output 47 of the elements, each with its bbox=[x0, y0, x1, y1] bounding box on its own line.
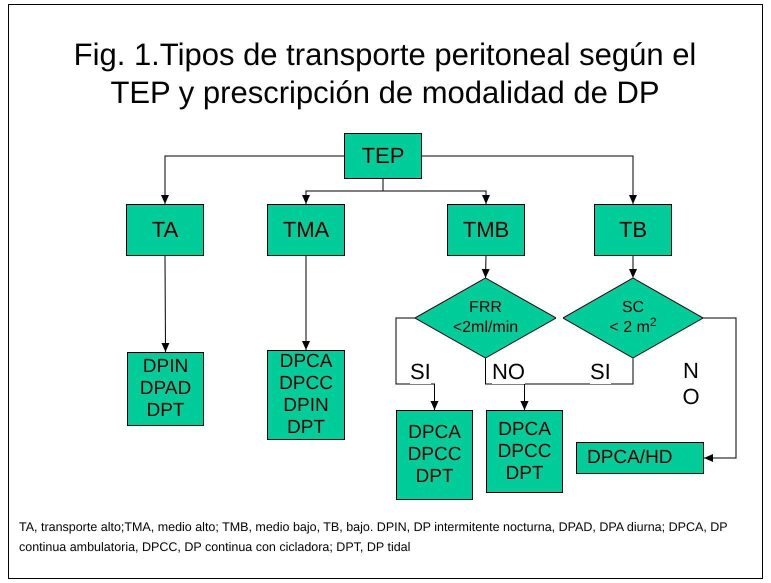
arrow bbox=[702, 318, 736, 462]
process-box bbox=[127, 352, 204, 426]
node-text: DPCA bbox=[498, 418, 551, 440]
node-text: <2ml/min bbox=[452, 318, 518, 338]
node-text: DPCC bbox=[498, 440, 552, 462]
decision-diamond bbox=[415, 278, 556, 358]
node-text: DPCC bbox=[408, 444, 462, 466]
process-box bbox=[344, 133, 422, 179]
node-text: DPCA/HD bbox=[587, 447, 673, 469]
node-text: DPIN bbox=[283, 395, 329, 417]
process-box bbox=[576, 442, 704, 474]
node-text: TB bbox=[618, 218, 648, 242]
node-text: DPT bbox=[506, 462, 544, 484]
arrow bbox=[161, 156, 344, 204]
node-text: DPT bbox=[416, 466, 454, 488]
decision-diamond bbox=[563, 278, 703, 358]
arrow bbox=[382, 178, 490, 204]
process-box bbox=[126, 204, 204, 256]
node-text: DPT bbox=[146, 400, 184, 422]
title: Fig. 1.Tipos de transporte peritoneal según el TEP y prescripción de modalidad de DP bbox=[72, 36, 698, 112]
process-box bbox=[396, 410, 473, 500]
arrow bbox=[520, 358, 634, 410]
footnote: TA, transporte alto;TMA, medio alto; TMB, medio bajo, TB, bajo. DPIN, DP intermitente nocturna, DPAD, DPA diurna; DPCA, DP continua ambulatoria, DPCC, DP continua con cicladora; DPT, DP tidal bbox=[19, 519, 728, 556]
node-text: TMB bbox=[462, 218, 510, 242]
process-box bbox=[486, 410, 563, 493]
node-text: DPIN bbox=[142, 356, 188, 378]
arrow bbox=[302, 256, 310, 350]
node-text: TEP bbox=[362, 144, 404, 168]
arrow bbox=[629, 256, 637, 278]
process-box bbox=[267, 204, 345, 256]
node-text: < 2 m$^{2}$ bbox=[609, 318, 657, 338]
node-text: TA bbox=[152, 218, 178, 242]
node-text: DPCA bbox=[280, 351, 332, 373]
arrow bbox=[396, 318, 438, 410]
node-text: FRR bbox=[469, 298, 502, 318]
node-text: DPT bbox=[287, 417, 325, 439]
node-text: DPCA bbox=[408, 422, 461, 444]
node-text: SC bbox=[622, 298, 644, 318]
process-box bbox=[447, 204, 525, 256]
process-box bbox=[267, 350, 345, 440]
node-text: DPAD bbox=[140, 378, 192, 400]
arrow bbox=[482, 256, 490, 278]
node-text: TMA bbox=[282, 218, 330, 242]
arrow bbox=[422, 156, 637, 204]
node-text: DPCC bbox=[279, 373, 333, 395]
process-box bbox=[594, 204, 672, 256]
arrow bbox=[161, 256, 170, 352]
